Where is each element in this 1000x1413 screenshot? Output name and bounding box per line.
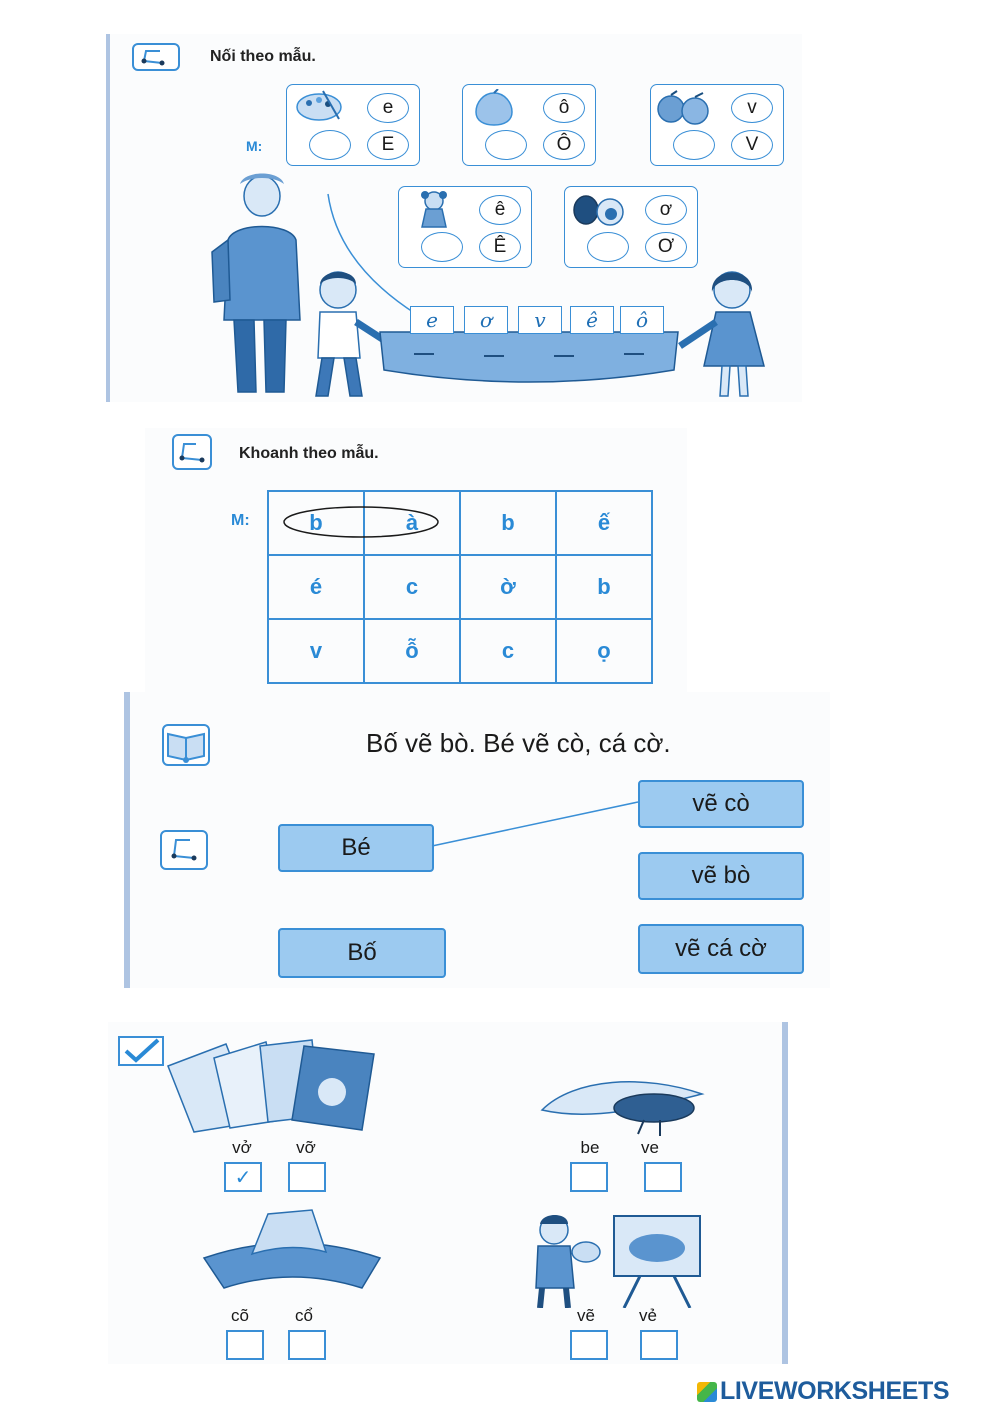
letter-tile[interactable]: ơ xyxy=(464,306,508,334)
letter-card-o-horn: ơ Ơ xyxy=(564,186,698,268)
option-label: vỡ xyxy=(296,1138,316,1157)
grid-cell[interactable]: v xyxy=(267,618,365,684)
table-illustration xyxy=(379,331,679,383)
uppercase-letter-circle[interactable]: Ô xyxy=(543,130,585,160)
answer-circle[interactable] xyxy=(673,130,715,160)
lowercase-letter-circle[interactable]: e xyxy=(367,93,409,123)
logo-badge-icon xyxy=(697,1381,717,1402)
subject-card-bo[interactable]: Bố xyxy=(278,928,446,978)
example-label: M: xyxy=(231,512,250,529)
lowercase-letter-circle[interactable]: ơ xyxy=(645,195,687,225)
paint-palette-icon xyxy=(296,90,342,121)
grid-cell[interactable]: é xyxy=(267,554,365,620)
answer-checkbox[interactable] xyxy=(640,1330,678,1360)
connect-icon xyxy=(172,434,212,470)
syllable-grid: b à b ế é c ờ b v ỗ c ọ xyxy=(267,490,653,684)
answer-checkbox[interactable] xyxy=(644,1162,682,1192)
answer-circle[interactable] xyxy=(587,232,629,262)
grid-cell[interactable]: ọ xyxy=(555,618,653,684)
letter-tile[interactable]: e xyxy=(410,306,454,334)
section-choose-word: vở vỡ ✓ be ve cõ cổ vẽ vẻ xyxy=(108,1022,788,1364)
option-label: be xyxy=(580,1138,600,1157)
uppercase-letter-circle[interactable]: V xyxy=(731,130,773,160)
section-sentence-matching: Bố vẽ bò. Bé vẽ cò, cá cờ. Bé Bố vẽ cò v… xyxy=(124,692,830,988)
answer-checkbox[interactable] xyxy=(570,1162,608,1192)
letter-tile[interactable]: ô xyxy=(620,306,664,334)
doll-icon xyxy=(421,191,447,228)
answer-checkbox[interactable] xyxy=(288,1330,326,1360)
notebooks-illustration xyxy=(167,1039,375,1133)
uppercase-letter-circle[interactable]: E xyxy=(367,130,409,160)
cicada-illustration xyxy=(540,1081,705,1136)
letter-card-e-circumflex: ê Ê xyxy=(398,186,532,268)
grid-cell[interactable]: à xyxy=(363,490,461,556)
connect-icon xyxy=(160,830,208,870)
instruction-text: Khoanh theo mẫu. xyxy=(239,445,379,462)
grandmother-illustration xyxy=(211,173,301,393)
letter-tile[interactable]: v xyxy=(518,306,562,334)
uppercase-letter-circle[interactable]: Ê xyxy=(479,232,521,262)
answer-checkbox[interactable] xyxy=(288,1162,326,1192)
boy-painting-illustration xyxy=(535,1215,701,1308)
avocado-icon xyxy=(573,195,624,226)
girl-illustration xyxy=(678,271,765,397)
letter-card-v: v V xyxy=(650,84,784,166)
lowercase-letter-circle[interactable]: v xyxy=(731,93,773,123)
lowercase-letter-circle[interactable]: ê xyxy=(479,195,521,225)
option-label: ve xyxy=(641,1138,659,1157)
grid-cell[interactable]: b xyxy=(555,554,653,620)
instruction-text: Nối theo mẫu. xyxy=(210,48,316,65)
oranges-icon xyxy=(657,90,709,125)
answer-circle[interactable] xyxy=(309,130,351,160)
answer-circle[interactable] xyxy=(421,232,463,262)
letter-card-e: e E xyxy=(286,84,420,166)
option-label: cõ xyxy=(231,1306,249,1325)
option-label: cổ xyxy=(295,1306,313,1325)
liveworksheets-logo: LIVEWORKSHEETS xyxy=(697,1377,950,1406)
section-bar xyxy=(782,1022,788,1364)
grid-row: b à b ế xyxy=(267,490,653,556)
option-label: vở xyxy=(232,1138,252,1157)
book-icon xyxy=(162,724,210,766)
connect-icon xyxy=(132,43,180,71)
reading-sentence: Bố vẽ bò. Bé vẽ cò, cá cờ. xyxy=(366,728,671,758)
pomelo-icon xyxy=(475,89,513,126)
lowercase-letter-circle[interactable]: ô xyxy=(543,93,585,123)
option-label: vẻ xyxy=(639,1306,657,1325)
grid-cell[interactable]: b xyxy=(459,490,557,556)
section-match-letters: Nối theo mẫu. M: e E ô Ô v V xyxy=(106,34,802,402)
grid-cell[interactable]: ế xyxy=(555,490,653,556)
boy-illustration xyxy=(315,271,392,397)
example-label: M: xyxy=(246,138,263,154)
grid-cell[interactable]: ờ xyxy=(459,554,557,620)
predicate-card-ve-ca-co[interactable]: vẽ cá cờ xyxy=(638,924,804,974)
subject-card-be[interactable]: Bé xyxy=(278,824,434,872)
letter-card-o-circumflex: ô Ô xyxy=(462,84,596,166)
grid-cell[interactable]: ỗ xyxy=(363,618,461,684)
answer-checkbox[interactable] xyxy=(570,1330,608,1360)
example-connector-line xyxy=(327,193,417,315)
answer-circle[interactable] xyxy=(485,130,527,160)
grid-row: é c ờ b xyxy=(267,554,653,620)
grid-cell[interactable]: c xyxy=(363,554,461,620)
example-connector-line xyxy=(431,801,639,847)
answer-checkbox[interactable] xyxy=(226,1330,264,1360)
grid-row: v ỗ c ọ xyxy=(267,618,653,684)
scarf-illustration xyxy=(202,1209,382,1289)
letter-tile[interactable]: ê xyxy=(570,306,614,334)
grid-cell[interactable]: c xyxy=(459,618,557,684)
grid-cell[interactable]: b xyxy=(267,490,365,556)
section-bar xyxy=(124,692,130,988)
answer-checkbox-checked[interactable]: ✓ xyxy=(224,1162,262,1192)
predicate-card-ve-co[interactable]: vẽ cò xyxy=(638,780,804,828)
checkmark-icon xyxy=(118,1036,164,1066)
section-bar xyxy=(106,34,110,402)
logo-text: LIVEWORKSHEETS xyxy=(720,1377,950,1405)
section-circle-syllables: Khoanh theo mẫu. M: b à b ế é c ờ b v ỗ … xyxy=(145,428,687,694)
option-label: vẽ xyxy=(577,1306,595,1325)
uppercase-letter-circle[interactable]: Ơ xyxy=(645,232,687,262)
predicate-card-ve-bo[interactable]: vẽ bò xyxy=(638,852,804,900)
